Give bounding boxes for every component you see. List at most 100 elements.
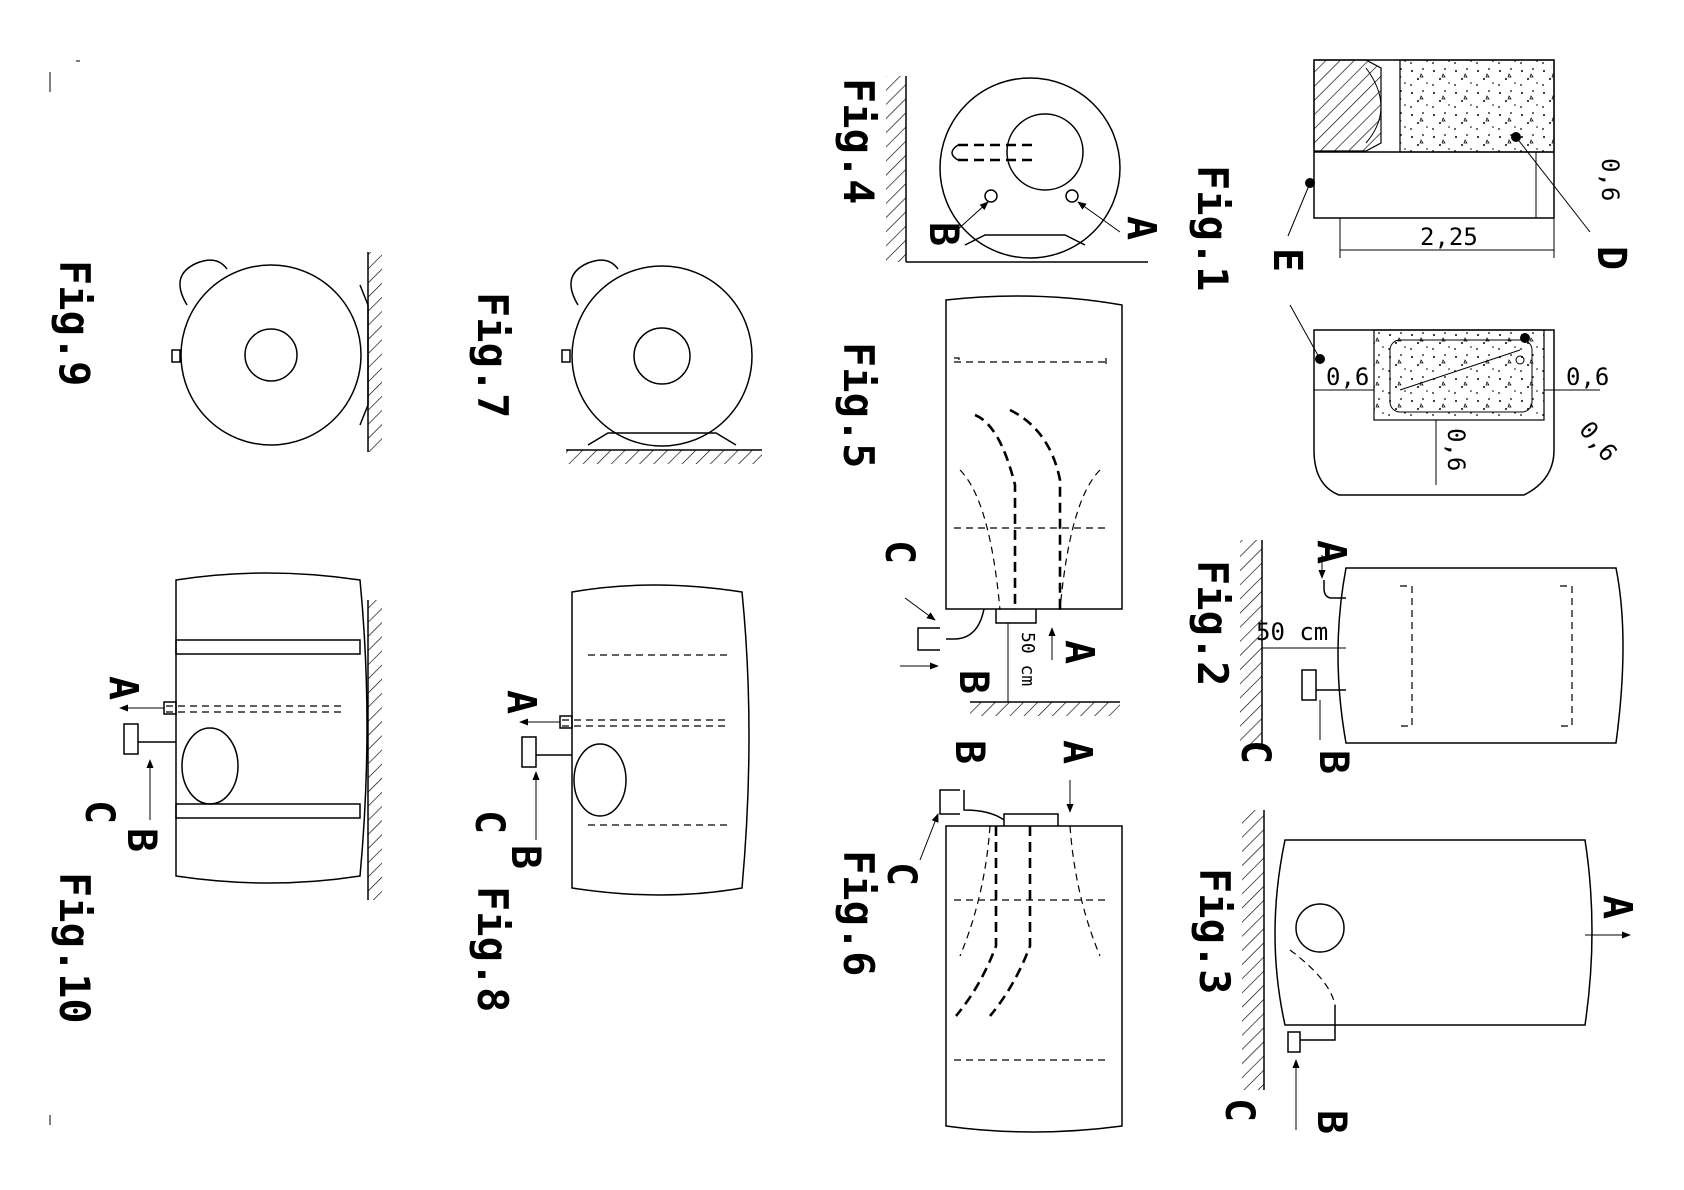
tank-diagonal [1399, 349, 1521, 391]
fig5-dim: 50 cm [1017, 632, 1038, 686]
figure-10: A B C Fig.10 [50, 572, 382, 1024]
tank-circle [939, 77, 1121, 259]
figure-5: C B A 50 cm Fig.5 [834, 295, 1123, 716]
fig2-c: C [1232, 740, 1278, 764]
fig3-label: Fig.3 [1190, 868, 1239, 994]
wall-hatch [886, 76, 906, 262]
wall-strap [175, 639, 361, 655]
fig4-a: A [1118, 216, 1164, 240]
valve-c [1301, 669, 1346, 701]
tank-support [587, 432, 737, 446]
fig5-c: C [876, 540, 922, 564]
fig2-dim: 50 cm [1256, 618, 1328, 646]
pipe-a [1323, 580, 1346, 599]
wall-strap [175, 803, 361, 819]
internal-pipe [959, 825, 1101, 957]
figure-3: A B C Fig.3 [1190, 810, 1640, 1134]
fig1-dim-right: 0,6 [1566, 363, 1609, 391]
tank-body [945, 825, 1123, 1133]
fig10-label: Fig.10 [50, 872, 99, 1024]
concrete-area [1399, 59, 1555, 153]
fig1-dim-left: 0,6 [1326, 363, 1369, 391]
fig8-a: A [498, 690, 544, 714]
tank-band [1560, 585, 1573, 727]
outlet-fitting [1003, 813, 1059, 826]
tank-band [954, 357, 1107, 364]
tank-flange [1295, 903, 1345, 953]
tank-body [1274, 839, 1593, 1026]
fig6-label: Fig.6 [834, 850, 883, 976]
fig6-b: B [946, 740, 992, 764]
tank-band [1400, 585, 1413, 727]
leader-e [1287, 182, 1311, 237]
tank-band [588, 654, 730, 826]
valve-c [521, 736, 572, 768]
fig10-b: B [118, 828, 164, 852]
wall-hatch [1242, 810, 1264, 1090]
figure-7: Fig.7 [468, 259, 762, 464]
figure-6: B A C Fig.6 [834, 740, 1123, 1133]
tank-bump [570, 259, 619, 306]
niche-curve [1365, 67, 1382, 144]
pipe-out [946, 608, 985, 640]
arrow-b [954, 201, 989, 233]
fig3-a: A [1594, 895, 1640, 919]
tank-nozzle [171, 349, 181, 363]
fig4-b: B [920, 222, 966, 246]
fig5-a: A [1056, 640, 1102, 664]
fig8-b: B [502, 845, 548, 869]
fig9-label: Fig.9 [50, 260, 99, 386]
valve-c [917, 627, 940, 651]
wall-niche [1313, 59, 1382, 152]
tank-circle [571, 265, 753, 447]
floor-hatch [970, 702, 1120, 716]
fig3-c: C [1216, 1098, 1262, 1122]
tank-flange [244, 328, 298, 382]
tank-support [964, 234, 1086, 246]
heating-element [958, 143, 1038, 162]
wall-hatch [1240, 540, 1262, 750]
arrow-c [919, 813, 939, 861]
tank-body [1337, 567, 1624, 744]
fig10-c: C [76, 800, 122, 824]
arrow-a [1077, 201, 1121, 233]
figure-4: B A Fig.4 [834, 76, 1164, 263]
fig5-b: B [950, 670, 996, 694]
fig1-dim-diag: 0,6 [1573, 416, 1622, 467]
fig8-label: Fig.8 [468, 886, 517, 1012]
valve-c [1287, 1031, 1301, 1053]
pipe-internal [1289, 949, 1336, 1006]
internal-pipe [562, 719, 730, 727]
tank-body [945, 295, 1123, 610]
floor-hatch [566, 450, 762, 464]
fig10-a: A [100, 676, 146, 700]
tank-plan [1389, 339, 1533, 413]
fig2-b: B [1310, 750, 1356, 774]
outlet-b [984, 189, 998, 203]
tank-point [1515, 355, 1525, 365]
wall-hatch [368, 252, 382, 452]
fig1-dim-height: 0,6 [1596, 158, 1624, 201]
fig2-label: Fig.2 [1188, 560, 1237, 686]
fig6-a: A [1054, 740, 1100, 764]
tank-bump [179, 259, 228, 306]
tank-circle [180, 264, 362, 446]
fig1-dim-bottom: 0,6 [1442, 428, 1470, 471]
heating-element [974, 408, 1062, 610]
fig6-c: C [878, 862, 924, 886]
tank-flange [573, 743, 627, 817]
fig1-dim-length: 2,25 [1420, 223, 1478, 251]
outlet-a [1065, 189, 1079, 203]
tank-body [571, 584, 750, 896]
valve-c [123, 723, 176, 755]
fig2-a: A [1308, 540, 1354, 564]
pipe-out [963, 790, 1005, 821]
fig7-label: Fig.7 [468, 292, 517, 418]
heating-element [955, 826, 1032, 1017]
tank-flange [633, 327, 691, 385]
room-lower-outline [1313, 329, 1555, 496]
leader-d [1515, 136, 1591, 233]
figure-2: A B C 50 cm Fig.2 [1188, 540, 1624, 774]
figure-1: Fig.1 0,6 2,25 0,6 0,6 0,6 0,6 D E [1188, 59, 1634, 496]
